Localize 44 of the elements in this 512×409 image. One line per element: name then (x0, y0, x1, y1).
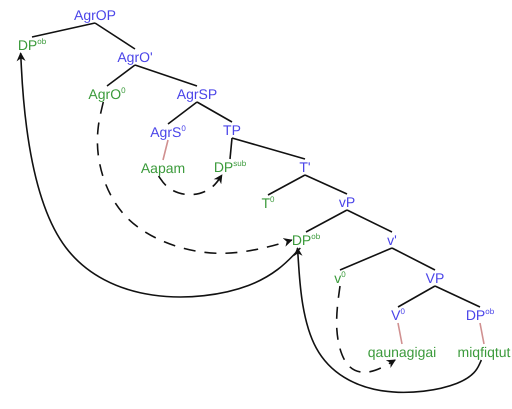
tree-branch (106, 64, 136, 87)
tree-branch (306, 209, 348, 233)
tree-branch (479, 322, 485, 344)
tree-branch (94, 22, 136, 50)
tree-label: AgrO$^{0}$ (88, 86, 126, 102)
tree-label: AgrOP (74, 7, 116, 23)
tree-label: T$^{0}$ (262, 195, 274, 211)
tree-label: vP (338, 194, 356, 210)
tree-label: DP$^{ob}$ (18, 37, 46, 53)
tree-label: miqfiqtut (458, 344, 510, 360)
tree-branch (392, 247, 436, 271)
tree-label: T' (299, 159, 311, 175)
tree-branch (229, 138, 233, 160)
tree-label: qaunagigai (368, 344, 436, 360)
movement-arrow (336, 286, 396, 374)
tree-label: v$^{0}$ (334, 270, 346, 286)
movement-arrow (158, 174, 223, 196)
tree-branch (397, 322, 403, 344)
tree-branch (268, 174, 306, 196)
tree-label: AgrO' (117, 49, 153, 65)
tree-label: AgrS$^{0}$ (150, 124, 186, 140)
tree-branch (134, 64, 198, 87)
tree-label: VP (426, 270, 444, 286)
tree-label: V$^{0}$ (391, 307, 405, 323)
tree-branch (162, 140, 169, 160)
tree-branch (232, 137, 306, 160)
tree-label: AgrSP (176, 86, 218, 102)
movement-arrow (294, 247, 482, 394)
movement-arrow (96, 102, 293, 254)
tree-label: DP$^{sub}$ (214, 159, 246, 175)
tree-branch (32, 22, 96, 38)
tree-label: DP$^{ob}$ (466, 307, 494, 323)
tree-branch (340, 247, 392, 271)
tree-label: Aapam (140, 160, 186, 176)
tree-branch (398, 285, 436, 308)
movement-arrow (16, 52, 301, 298)
tree-branch (196, 101, 232, 123)
tree-label: v' (387, 232, 397, 248)
tree-branch (346, 209, 392, 233)
tree-branch (304, 174, 348, 195)
tree-branch (168, 101, 198, 125)
tree-branch (434, 285, 480, 308)
tree-label: DP$^{ob}$ (292, 232, 320, 248)
tree-label: TP (223, 122, 241, 138)
